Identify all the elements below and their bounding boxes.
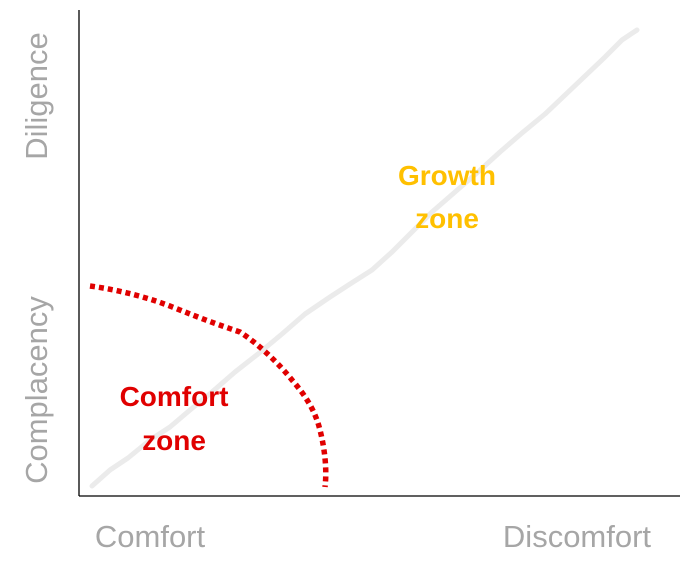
- y-axis-bottom-label: Complacency: [19, 296, 54, 484]
- x-axis-right-label: Discomfort: [503, 519, 652, 554]
- y-axis-top-label: Diligence: [19, 32, 54, 160]
- comfort-zone-label-line1: Comfort: [120, 381, 229, 412]
- comfort-zone-boundary: [89, 283, 329, 488]
- comfort-zone-label-line2: zone: [142, 425, 206, 456]
- growth-diagonal-line: [89, 27, 640, 489]
- growth-zone-label-line1: Growth: [398, 160, 496, 191]
- growth-zone-label-line2: zone: [415, 203, 479, 234]
- x-axis-left-label: Comfort: [95, 519, 206, 554]
